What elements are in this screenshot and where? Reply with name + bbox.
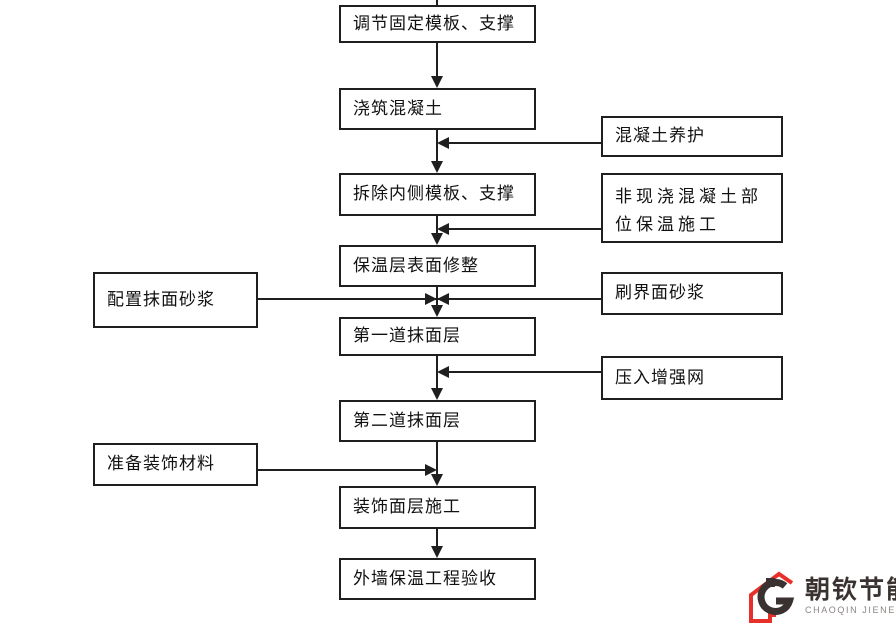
step-pour-concrete: 浇筑混凝土: [339, 88, 536, 130]
connector-line: [449, 228, 601, 230]
step-label: 浇筑混凝土: [353, 98, 443, 118]
connector-line: [436, 43, 438, 77]
logo-name: 朝钦节能: [805, 576, 896, 604]
input-press-reinforcement-mesh: 压入增强网: [601, 356, 783, 400]
logo-subtitle: CHAOQIN JIENENG: [805, 605, 896, 615]
arrow-down-icon: [431, 474, 443, 486]
arrow-left-icon: [437, 223, 449, 235]
step-adjust-formwork: 调节固定模板、支撑: [339, 5, 536, 43]
input-label: 配置抹面砂浆: [107, 289, 215, 309]
input-non-cast-insulation: 非现浇混凝土部位保温施工: [601, 173, 783, 243]
arrow-down-icon: [431, 305, 443, 317]
input-brush-interface-mortar: 刷界面砂浆: [601, 272, 783, 315]
step-label: 保温层表面修整: [353, 255, 479, 275]
arrow-right-icon: [425, 464, 437, 476]
input-concrete-curing: 混凝土养护: [601, 116, 783, 157]
input-label: 混凝土养护: [615, 126, 705, 146]
input-label: 压入增强网: [615, 367, 705, 387]
connector-line: [436, 442, 438, 475]
connector-line: [258, 469, 425, 471]
step-insulation-surface-trim: 保温层表面修整: [339, 245, 536, 287]
arrow-down-icon: [431, 546, 443, 558]
input-label: 准备装饰材料: [107, 454, 215, 474]
house-g-logo-icon: [749, 571, 795, 623]
step-first-render-coat: 第一道抹面层: [339, 317, 536, 356]
arrow-down-icon: [431, 76, 443, 88]
arrow-left-icon: [437, 137, 449, 149]
step-second-render-coat: 第二道抹面层: [339, 400, 536, 442]
step-label: 拆除内侧模板、支撑: [353, 184, 515, 204]
arrow-left-icon: [437, 366, 449, 378]
step-label: 调节固定模板、支撑: [353, 13, 515, 33]
connector-top-tick: [436, 0, 438, 5]
input-prepare-decor-materials: 准备装饰材料: [93, 443, 258, 486]
input-label: 非现浇混凝土部位保温施工: [615, 187, 762, 234]
step-label: 第一道抹面层: [353, 326, 461, 346]
arrow-left-icon: [437, 293, 449, 305]
logo-text-block: 朝钦节能 CHAOQIN JIENENG: [805, 578, 896, 616]
step-acceptance: 外墙保温工程验收: [339, 558, 536, 600]
step-decorative-layer: 装饰面层施工: [339, 486, 536, 529]
arrow-right-icon: [425, 293, 437, 305]
step-remove-inner-formwork: 拆除内侧模板、支撑: [339, 173, 536, 216]
arrow-down-icon: [431, 388, 443, 400]
chaoqin-logo: 朝钦节能 CHAOQIN JIENENG: [746, 571, 896, 623]
connector-line: [436, 529, 438, 547]
step-label: 外墙保温工程验收: [353, 568, 497, 588]
connector-line: [449, 371, 601, 373]
arrow-down-icon: [431, 161, 443, 173]
connector-line: [449, 142, 601, 144]
input-label: 刷界面砂浆: [615, 283, 705, 303]
input-prepare-render-mortar: 配置抹面砂浆: [93, 272, 258, 328]
arrow-down-icon: [431, 233, 443, 245]
step-label: 第二道抹面层: [353, 410, 461, 430]
step-label: 装饰面层施工: [353, 497, 461, 517]
